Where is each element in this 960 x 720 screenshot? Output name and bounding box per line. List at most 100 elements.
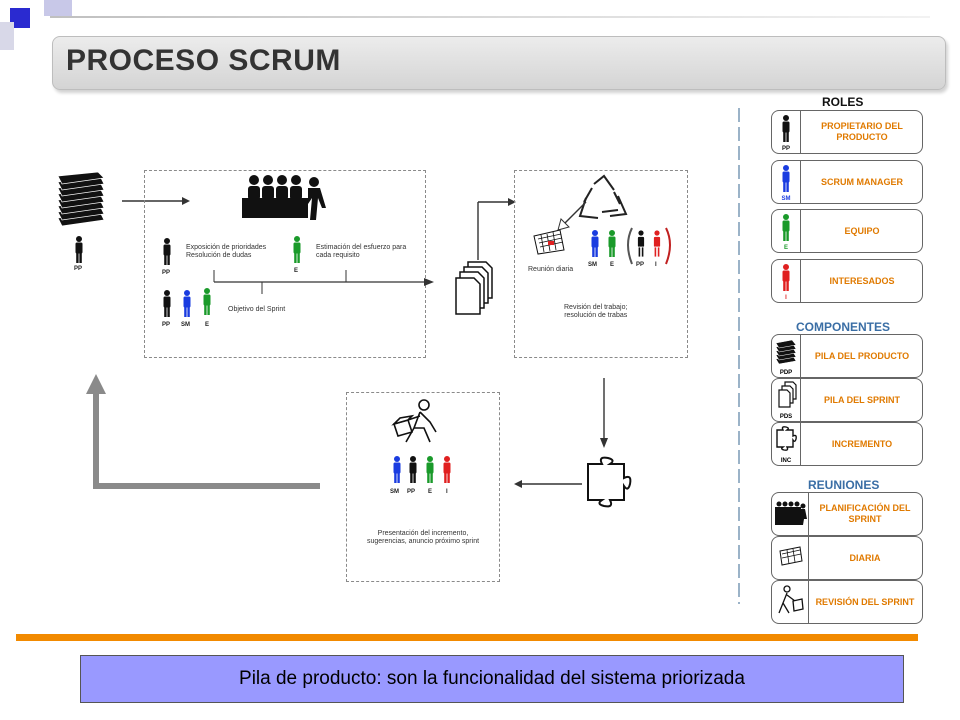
role-icon-box: I [772, 260, 801, 302]
planning-pp-tag: PP [162, 270, 171, 276]
daily-optional-pp-i-icon [627, 227, 671, 265]
daily-revision-text: Revisión del trabajo; resolución de trab… [564, 304, 628, 319]
daily-sm-person-icon [591, 230, 599, 257]
component-increment: INC INCREMENTO [771, 422, 923, 466]
role-tag: E [783, 245, 788, 251]
arrow-to-planning [122, 197, 190, 205]
role-scrum-manager: SM SCRUM MANAGER [771, 160, 923, 204]
planning-e-person-icon [293, 236, 301, 263]
component-icon-box: INC [772, 423, 801, 465]
top-divider [50, 16, 930, 18]
role-tag: SM [781, 196, 791, 202]
orange-divider [16, 634, 918, 641]
planning-pp-person-icon [163, 238, 171, 265]
planning-estimacion-text: Estimación del esfuerzo para cada requis… [316, 244, 407, 259]
arrow-cycle-to-calendar [557, 201, 587, 231]
planning-objetivo-text: Objetivo del Sprint [228, 306, 286, 313]
product-owner-icon [782, 115, 790, 142]
component-tag: PDS [779, 414, 793, 420]
legend-separator [738, 108, 740, 604]
meeting-label: PLANIFICACIÓN DEL SPRINT [819, 503, 911, 524]
component-tag: PDP [779, 370, 793, 376]
sprint-backlog-icon [778, 381, 797, 408]
role-icon-box: SM [772, 161, 801, 203]
sprint-planning-box [144, 170, 426, 358]
review-e-tag: E [428, 489, 433, 495]
corner-square-blue [10, 8, 30, 28]
arrow-to-increment [600, 378, 608, 448]
daily-sm-tag: SM [588, 262, 597, 268]
planning-meeting-icon [242, 175, 326, 220]
meeting-label: REVISIÓN DEL SPRINT [815, 596, 915, 607]
role-icon-box: PP [772, 111, 801, 153]
daily-e-person-icon [608, 230, 616, 257]
product-backlog-stack-icon [57, 171, 105, 227]
review-i-person-icon [443, 456, 451, 483]
planning-e2-person-icon [203, 288, 211, 315]
stakeholder-icon [782, 264, 790, 291]
daily-reunion-text: Reunión diaria [528, 266, 574, 273]
component-sprint-backlog: PDS PILA DEL SPRINT [771, 378, 923, 422]
meeting-label: DIARIA [849, 552, 881, 563]
component-tag: INC [780, 458, 792, 464]
componentes-title: COMPONENTES [796, 320, 891, 334]
review-pp-tag: PP [407, 489, 416, 495]
component-label: PILA DEL PRODUCTO [814, 350, 910, 361]
page-title: PROCESO SCRUM [66, 44, 341, 77]
component-label: INCREMENTO [831, 438, 893, 449]
reuniones-title: REUNIONES [808, 478, 880, 492]
arrow-to-review [514, 480, 582, 488]
product-owner-person-icon [75, 236, 83, 263]
meeting-planning: PLANIFICACIÓN DEL SPRINT [771, 492, 923, 536]
corner-square-gray [0, 22, 14, 50]
review-delivery-icon [778, 585, 804, 614]
review-presentacion-text: Presentación del incremento, sugerencias… [366, 530, 480, 545]
component-product-backlog: PDP PILA DEL PRODUCTO [771, 334, 923, 378]
role-icon-box: E [772, 210, 801, 252]
meeting-icon-box [772, 537, 809, 579]
role-stakeholders: I INTERESADOS [771, 259, 923, 303]
review-delivery-icon [391, 399, 437, 443]
pp-tag: PP [74, 266, 83, 272]
planning-meeting-icon [775, 501, 807, 525]
meeting-daily: DIARIA [771, 536, 923, 580]
caption-box: Pila de producto: son la funcionalidad d… [80, 655, 904, 703]
roles-title: ROLES [822, 95, 864, 109]
role-label: INTERESADOS [829, 275, 895, 286]
planning-pp2-tag: PP [162, 322, 171, 328]
role-label: PROPIETARIO DEL PRODUCTO [821, 121, 903, 142]
review-i-tag: I [446, 489, 448, 495]
daily-calendar-icon [533, 229, 565, 255]
return-to-planning-arrow [86, 374, 320, 489]
caption-text: Pila de producto: son la funcionalidad d… [239, 668, 745, 689]
role-tag: I [785, 295, 787, 301]
team-member-icon [782, 214, 790, 241]
planning-bracket [213, 270, 434, 294]
puzzle-piece-icon [776, 426, 797, 451]
scrum-manager-icon [782, 165, 790, 192]
meeting-review: REVISIÓN DEL SPRINT [771, 580, 923, 624]
sprint-backlog-docs-icon [455, 261, 493, 315]
review-sm-tag: SM [390, 489, 399, 495]
review-e-person-icon [426, 456, 434, 483]
role-product-owner: PP PROPIETARIO DEL PRODUCTO [771, 110, 923, 154]
planning-e2-tag: E [205, 322, 210, 328]
component-icon-box: PDS [772, 379, 801, 421]
daily-e-tag: E [610, 262, 615, 268]
review-sm-person-icon [393, 456, 401, 483]
daily-pp-tag: PP [636, 262, 645, 268]
daily-i-tag: I [655, 262, 657, 268]
title-bar [52, 36, 946, 90]
planning-exposicion-text: Exposición de prioridades Resolución de … [186, 244, 267, 259]
role-label: SCRUM MANAGER [821, 176, 903, 187]
sprint-review-box [346, 392, 500, 582]
arrow-to-daily [477, 198, 516, 260]
daily-scrum-box [514, 170, 688, 358]
meeting-icon-box [772, 493, 809, 535]
planning-sm-person-icon [183, 290, 191, 317]
review-pp-person-icon [409, 456, 417, 483]
component-label: PILA DEL SPRINT [823, 394, 900, 405]
meeting-icon-box [772, 581, 809, 623]
increment-puzzle-icon [587, 456, 632, 508]
role-tag: PP [781, 146, 790, 152]
